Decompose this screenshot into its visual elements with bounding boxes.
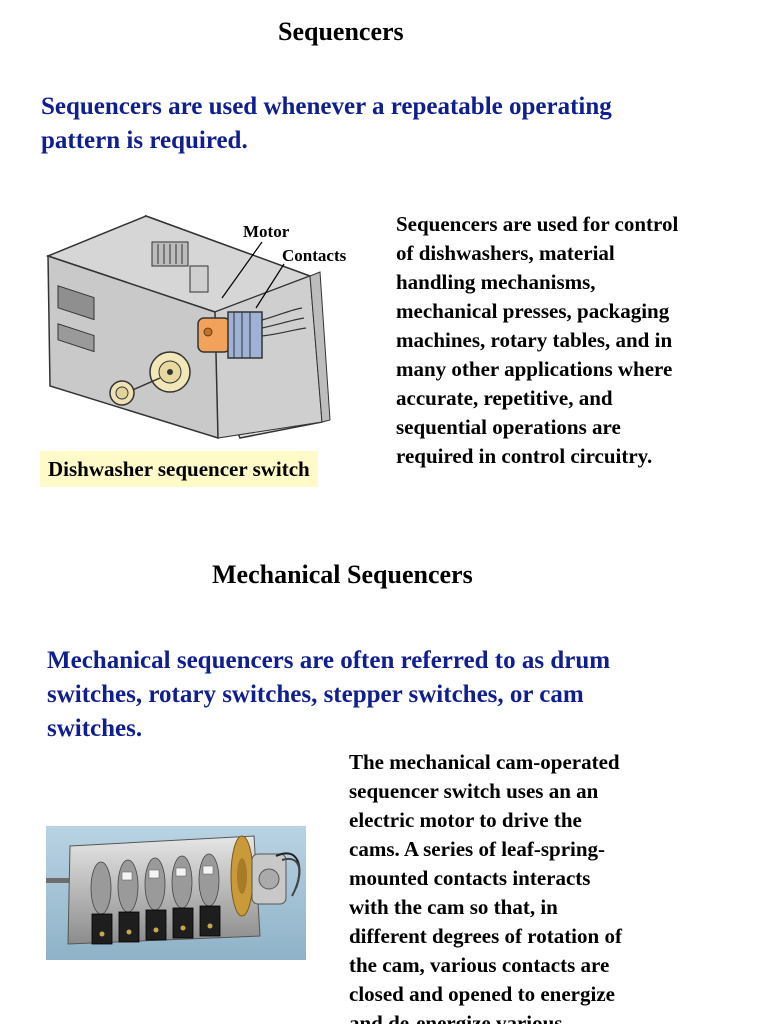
description-line: sequential operations are xyxy=(396,415,621,439)
description-line: mounted contacts interacts xyxy=(349,866,591,890)
intro-line: Sequencers are used whenever a repeatabl… xyxy=(41,93,612,120)
description-line: many other applications where xyxy=(396,357,673,381)
description-line: Sequencers are used for control xyxy=(396,212,679,236)
intro-line: pattern is required. xyxy=(41,127,248,154)
section1-description: Sequencers are used for control of dishw… xyxy=(396,210,756,471)
description-line: accurate, repetitive, and xyxy=(396,386,613,410)
callout-motor: Motor xyxy=(243,222,290,241)
description-line: with the cam so that, in xyxy=(349,895,558,919)
description-line: the cam, various contacts are xyxy=(349,953,610,977)
section2-description: The mechanical cam-operated sequencer sw… xyxy=(349,748,749,1024)
description-line: The mechanical cam-operated xyxy=(349,750,620,774)
intro-line: Mechanical sequencers are often referred… xyxy=(47,647,611,674)
section-title: Mechanical Sequencers xyxy=(212,560,473,589)
callout-contacts: Contacts xyxy=(282,246,347,265)
description-line: handling mechanisms, xyxy=(396,270,596,294)
description-line: mechanical presses, packaging xyxy=(396,299,670,323)
description-line: sequencer switch uses an an xyxy=(349,779,599,803)
cam-sequencer-photo xyxy=(46,826,306,960)
description-line: and de-energize various xyxy=(349,1011,563,1024)
description-line: of dishwashers, material xyxy=(396,241,615,265)
description-line: machines, rotary tables, and in xyxy=(396,328,673,352)
intro-line: switches, rotary switches, stepper switc… xyxy=(47,681,584,708)
description-line: electric motor to drive the xyxy=(349,808,582,832)
description-line: different degrees of rotation of xyxy=(349,924,622,948)
description-line: cams. A series of leaf-spring- xyxy=(349,837,606,861)
section1-intro: Sequencers are used whenever a repeatabl… xyxy=(41,90,741,158)
intro-line: switches. xyxy=(47,715,143,742)
dishwasher-sequencer-illustration xyxy=(45,214,331,440)
section2-intro: Mechanical sequencers are often referred… xyxy=(47,644,757,746)
figure-caption: Dishwasher sequencer switch xyxy=(40,451,318,487)
description-line: closed and opened to energize xyxy=(349,982,615,1006)
description-line: required in control circuitry. xyxy=(396,444,653,468)
page-title: Sequencers xyxy=(278,17,404,46)
